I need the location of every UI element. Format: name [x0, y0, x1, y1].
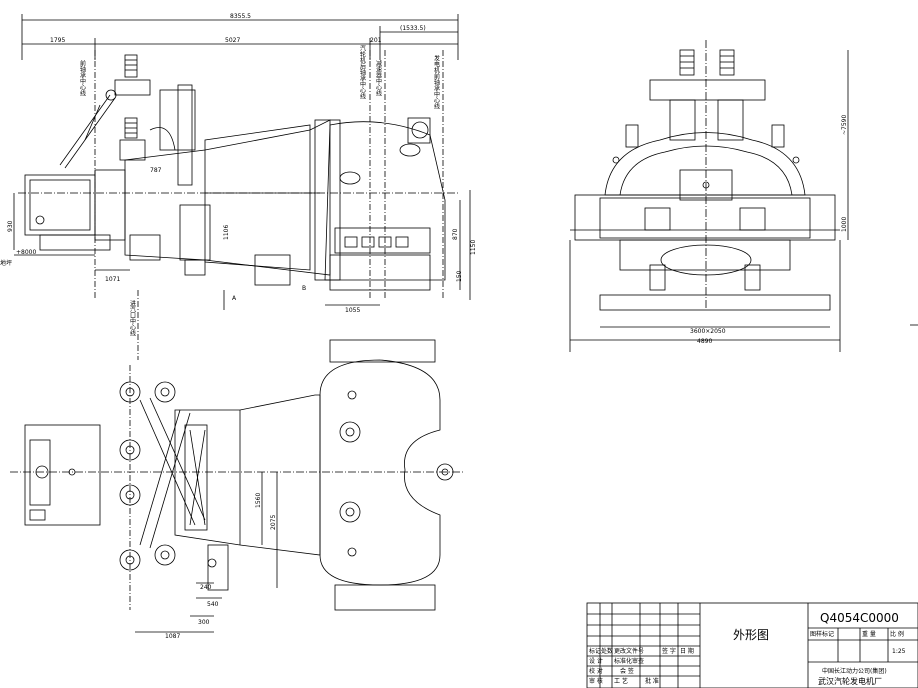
- dim-base-size: 3600×2050: [690, 328, 726, 335]
- tb-checked: 校 对: [589, 667, 603, 675]
- end-elevation-view: 3600×2050 4890 ~7590 1000: [569, 40, 849, 352]
- tb-audited: 审 核: [589, 677, 603, 685]
- tb-signature: 签 字: [662, 647, 676, 655]
- drawing-number: Q4054C0000: [820, 611, 899, 625]
- label-steam-inlet-cl: 进汽口中心线: [129, 299, 136, 336]
- section-a-label: A: [232, 295, 237, 302]
- tb-designed: 设 计: [589, 657, 603, 665]
- tb-weight: 重 量: [862, 630, 876, 638]
- dim-240: 240: [200, 584, 212, 591]
- dim-front-length: 1795: [50, 37, 65, 44]
- label-generator-cl: 发电机前轴承中心线: [433, 54, 440, 109]
- dim-1106: 1106: [223, 225, 230, 240]
- dim-1150: 1150: [470, 240, 477, 255]
- section-b-label: B: [302, 285, 306, 292]
- dim-1071: 1071: [105, 276, 120, 283]
- dim-floor-level: +8000: [16, 249, 36, 256]
- dim-2075: 2075: [270, 515, 277, 530]
- tb-change-doc: 更改文件号: [614, 647, 644, 655]
- label-floor: 地坪: [0, 259, 12, 267]
- label-front-bearing-cl: 前轴承中心线: [79, 59, 86, 96]
- dim-1087: 1087: [165, 633, 180, 640]
- dim-930: 930: [7, 220, 14, 232]
- dim-overall-length: 8355.5: [230, 13, 251, 20]
- dim-gap-201: 201: [370, 37, 382, 44]
- dim-right-height: ~7590: [841, 115, 848, 135]
- dim-main-length: 5027: [225, 37, 240, 44]
- tb-countersign: 会 签: [620, 667, 634, 675]
- label-rear-bearing-cl: 汽轮机后轴承中心线: [359, 44, 366, 99]
- drawing-title: 外形图: [733, 628, 769, 642]
- plan-view: 1560 2075 240 540 300 1087: [10, 339, 465, 640]
- dim-1055: 1055: [345, 307, 360, 314]
- tb-approved: 批 准: [645, 677, 659, 685]
- dim-rear-length: (1533.5): [400, 25, 426, 32]
- title-block: 标记 处数 更改文件号 签 字 日 期 设 计 标准化审查 校 对 审 核 会 …: [586, 602, 918, 688]
- tb-scale: 1:25: [892, 648, 906, 655]
- tb-mark: 标记: [589, 647, 601, 655]
- dim-1560: 1560: [255, 493, 262, 508]
- dim-300: 300: [198, 619, 210, 626]
- dim-base-width: 4890: [697, 338, 712, 345]
- dim-787: 787: [150, 167, 162, 174]
- dim-1000: 1000: [841, 217, 848, 232]
- tb-process: 工 艺: [614, 677, 628, 685]
- label-gearbox-cl: 减速器中心线: [375, 59, 382, 96]
- side-elevation-view: 8355.5 1795 5027 201 (1533.5) 前轴承中心线 汽轮机…: [0, 13, 477, 360]
- dim-150: 150: [456, 270, 463, 282]
- tb-date: 日 期: [680, 647, 694, 655]
- company-line2: 武汉汽轮发电机厂: [818, 676, 882, 686]
- tb-count: 处数: [601, 647, 613, 655]
- tb-stage-mark: 图样标记: [810, 630, 834, 638]
- dim-870: 870: [452, 228, 459, 240]
- company-line1: 中国长江动力公司(集团): [822, 667, 887, 675]
- tb-ratio: 比 例: [890, 630, 904, 638]
- tb-standardized: 标准化审查: [614, 657, 644, 665]
- dim-540: 540: [207, 601, 219, 608]
